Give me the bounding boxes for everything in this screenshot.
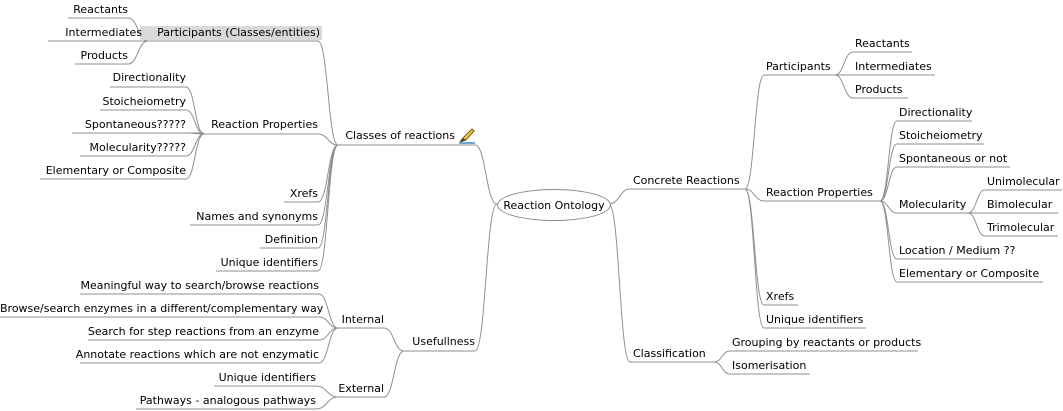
external-leaf (315, 385, 339, 398)
external-unique-identifiers-node[interactable]: Unique identifiers (218, 371, 316, 384)
right-products-node[interactable]: Products (855, 83, 903, 96)
right-location-medium-node[interactable]: Location / Medium ?? (899, 244, 1016, 257)
trimolecular-node[interactable]: Trimolecular (987, 221, 1055, 234)
usefullness-to-internal (383, 327, 405, 352)
grouping-node[interactable]: Grouping by reactants or products (732, 336, 922, 349)
root-label: Reaction Ontology (503, 198, 605, 212)
left-stoicheiometry-node[interactable]: Stoicheiometry (102, 95, 186, 108)
left-elementary-composite-node[interactable]: Elementary or Composite (45, 164, 186, 177)
unimolecular-node[interactable]: Unimolecular (987, 175, 1060, 188)
right-stoicheiometry-node[interactable]: Stoicheiometry (899, 129, 983, 142)
molecularity-node[interactable]: Molecularity (899, 198, 967, 211)
root-to-concrete (608, 188, 631, 205)
properties-leaf (879, 200, 898, 283)
internal-browse-enzymes-node[interactable]: Browse/search enzymes in a different/com… (0, 302, 324, 315)
concrete-to-xrefs (744, 188, 765, 306)
molecularity-leaf (967, 189, 986, 214)
classification-leaf (713, 350, 731, 363)
classes-to-other (317, 144, 339, 272)
root-to-classes (474, 144, 498, 205)
left-unique-identifiers-node[interactable]: Unique identifiers (220, 256, 318, 269)
bimolecular-node[interactable]: Bimolecular (987, 198, 1053, 211)
concrete-reactions-node[interactable]: Concrete Reactions (633, 174, 740, 187)
root-to-usefullness (474, 203, 498, 352)
internal-search-browse-node[interactable]: Meaningful way to search/browse reaction… (80, 279, 319, 292)
properties-leaf (879, 166, 898, 202)
internal-node[interactable]: Internal (341, 313, 384, 326)
external-pathways-node[interactable]: Pathways - analogous pathways (139, 394, 316, 407)
participants-leaf (834, 51, 854, 76)
left-reactants-node[interactable]: Reactants (73, 3, 128, 16)
concrete-to-participants (744, 74, 765, 190)
root-to-classification (608, 203, 631, 363)
properties-leaf (879, 200, 898, 260)
internal-leaf (318, 327, 339, 364)
classification-node[interactable]: Classification (633, 347, 706, 360)
properties-leaf (879, 143, 898, 202)
classification-leaf (713, 361, 731, 375)
external-node[interactable]: External (338, 382, 384, 395)
left-intermediates-node[interactable]: Intermediates (65, 26, 142, 39)
internal-step-reactions-node[interactable]: Search for step reactions from an enzyme (87, 325, 319, 338)
participants-classes-node[interactable]: Participants (Classes/entities) (140, 26, 322, 40)
left-spontaneous-node[interactable]: Spontaneous????? (84, 118, 186, 131)
right-spontaneous-node[interactable]: Spontaneous or not (899, 152, 1008, 165)
left-products-node[interactable]: Products (80, 49, 129, 62)
right-reactants-node[interactable]: Reactants (855, 37, 910, 50)
left-directionality-node[interactable]: Directionality (112, 71, 186, 84)
participants-leaf (834, 74, 854, 99)
right-directionality-node[interactable]: Directionality (899, 106, 973, 119)
usefullness-to-external (383, 350, 405, 398)
properties-leaf (185, 133, 205, 157)
molecularity-leaf (967, 212, 986, 237)
internal-leaf (318, 293, 339, 329)
left-molecularity-node[interactable]: Molecularity????? (89, 141, 186, 154)
right-unique-identifiers-node[interactable]: Unique identifiers (766, 313, 864, 326)
internal-leaf (318, 316, 339, 329)
classes-to-participants (317, 40, 339, 146)
right-reaction-properties-node[interactable]: Reaction Properties (766, 186, 873, 199)
pencil-highlight-icon (459, 128, 475, 144)
usefullness-node[interactable]: Usefullness (412, 335, 475, 348)
internal-annotate-node[interactable]: Annotate reactions which are not enzymat… (75, 348, 319, 361)
concrete-to-properties (744, 188, 765, 202)
concrete-to-unique (744, 188, 765, 329)
classes-to-other (317, 144, 339, 249)
participants-leaf (127, 17, 149, 42)
right-participants-node[interactable]: Participants (766, 60, 831, 73)
properties-leaf (879, 200, 898, 214)
right-xrefs-node[interactable]: Xrefs (766, 290, 795, 303)
properties-leaf (185, 133, 205, 180)
isomerisation-node[interactable]: Isomerisation (732, 359, 807, 372)
classes-of-reactions-node[interactable]: Classes of reactions (345, 129, 455, 142)
left-reaction-properties-node[interactable]: Reaction Properties (211, 118, 318, 131)
classes-to-properties (317, 133, 339, 146)
right-elementary-composite-node[interactable]: Elementary or Composite (899, 267, 1040, 280)
left-definition-node[interactable]: Definition (264, 233, 318, 246)
properties-leaf (879, 120, 898, 202)
participants-leaf (127, 40, 149, 65)
root-node[interactable]: Reaction Ontology (497, 189, 611, 221)
left-names-synonyms-node[interactable]: Names and synonyms (196, 210, 318, 223)
left-xrefs-node[interactable]: Xrefs (289, 187, 318, 200)
right-intermediates-node[interactable]: Intermediates (855, 60, 932, 73)
external-leaf (315, 396, 339, 410)
